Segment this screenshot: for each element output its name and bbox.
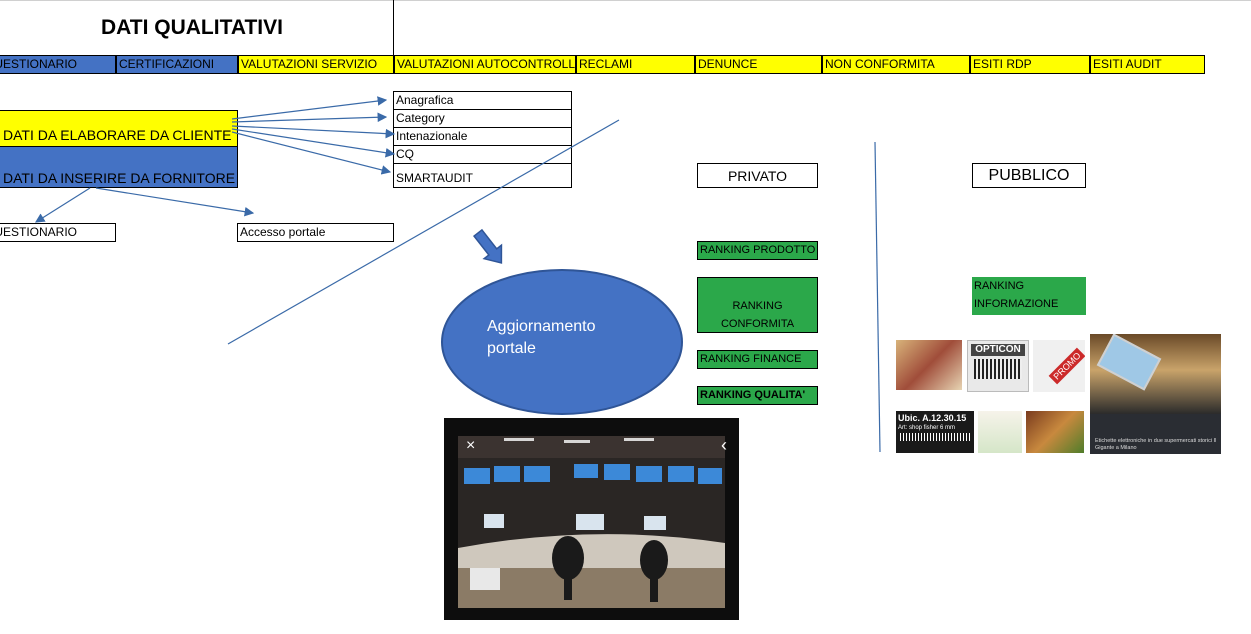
page-title: DATI QUALITATIVI: [101, 16, 283, 39]
promo-text: PROMO: [1048, 347, 1085, 385]
shop-text: Art: shop fisher 6 mm: [898, 425, 956, 431]
label-privato[interactable]: PRIVATO: [697, 163, 818, 188]
chevron-left-icon[interactable]: ‹: [721, 435, 727, 455]
thumb-ubic-label[interactable]: Ubic. A.12.30.15 Art: shop fisher 6 mm: [896, 411, 974, 453]
box-dati-cliente[interactable]: DATI DA ELABORARE DA CLIENTE: [0, 110, 238, 146]
control-room-illustration: [444, 418, 739, 620]
vertical-divider: [874, 141, 881, 453]
arrow-to-intenazionale: [231, 125, 396, 139]
ranking-prodotto[interactable]: RANKING PRODOTTO: [697, 241, 818, 260]
block-arrow-down: [473, 228, 503, 264]
ranking-informazione[interactable]: RANKING INFORMAZIONE: [972, 277, 1086, 315]
thumb-promo-tag[interactable]: PROMO: [1033, 340, 1085, 392]
header-valutazioni-autocontrollo[interactable]: VALUTAZIONI AUTOCONTROLLO: [394, 55, 576, 74]
arrow-to-anagrafica: [231, 96, 388, 120]
cell-accesso-portale[interactable]: Accesso portale: [237, 223, 394, 242]
arrow-to-category: [231, 112, 388, 123]
ellipse-aggiornamento: [441, 269, 683, 415]
close-icon[interactable]: ×: [466, 437, 476, 454]
opticon-text: OPTICON: [971, 344, 1025, 356]
thumb-caption: Etichette elettroniche in due supermerca…: [1095, 438, 1217, 451]
header-non-conformita[interactable]: NON CONFORMITA: [822, 55, 970, 74]
label-pubblico[interactable]: PUBBLICO: [972, 163, 1086, 188]
arrow-to-questionario: [34, 187, 91, 223]
thumb-product-pack[interactable]: [978, 411, 1022, 453]
control-room-image[interactable]: × ‹: [444, 418, 739, 620]
diagonal-line: [227, 119, 620, 345]
box-dati-fornitore[interactable]: DATI DA INSERIRE DA FORNITORE: [0, 146, 238, 188]
ranking-finance[interactable]: RANKING FINANCE: [697, 350, 818, 369]
header-denunce[interactable]: DENUNCE: [695, 55, 822, 74]
arrow-to-cq: [231, 128, 396, 158]
header-esiti-rdp[interactable]: ESITI RDP: [970, 55, 1090, 74]
ellipse-label[interactable]: Aggiornamento portale: [487, 318, 596, 357]
ranking-conformita[interactable]: RANKING CONFORMITA: [697, 277, 818, 333]
title-divider: [393, 0, 394, 56]
arrow-to-accesso: [95, 187, 255, 217]
thumb-electronic-shelf[interactable]: Etichette elettroniche in due supermerca…: [1090, 334, 1221, 454]
cell-questionario[interactable]: QUESTIONARIO: [0, 223, 116, 242]
thumb-supermarket-shelf[interactable]: [896, 340, 962, 390]
ranking-qualita[interactable]: RANKING QUALITA': [697, 386, 818, 405]
list-item-smartaudit[interactable]: SMARTAUDIT: [393, 163, 572, 188]
thumb-produce-display[interactable]: [1026, 411, 1084, 453]
header-esiti-audit[interactable]: ESITI AUDIT: [1090, 55, 1205, 74]
sheet-top-border: [0, 0, 1251, 1]
header-certificazioni[interactable]: CERTIFICAZIONI: [116, 55, 238, 74]
thumb-opticon-label[interactable]: OPTICON: [967, 340, 1029, 392]
header-valutazioni-servizio[interactable]: VALUTAZIONI SERVIZIO: [238, 55, 394, 74]
arrow-to-smartaudit: [231, 131, 392, 175]
header-reclami[interactable]: RECLAMI: [576, 55, 695, 74]
ubic-text: Ubic. A.12.30.15: [898, 413, 967, 423]
header-questionario[interactable]: QUESTIONARIO: [0, 55, 116, 74]
